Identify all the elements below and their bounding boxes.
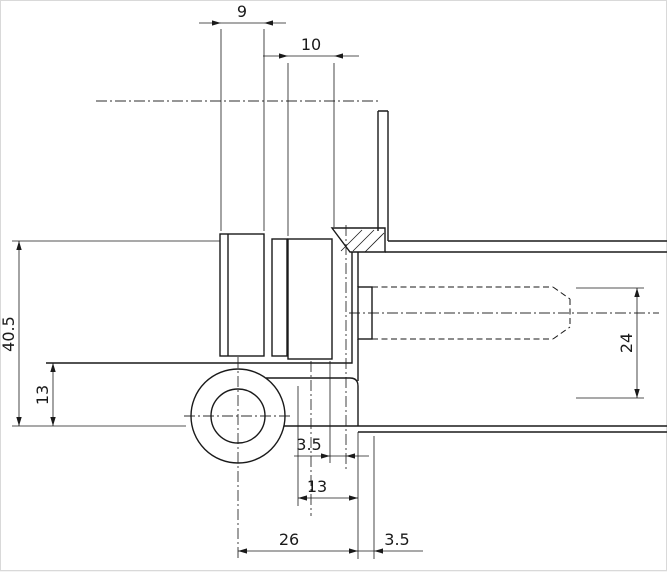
arrow-icon xyxy=(634,288,640,297)
fold-hatching xyxy=(340,229,385,253)
arrow-icon xyxy=(634,389,640,398)
arrow-icon xyxy=(334,53,343,59)
hinge-leaf-left xyxy=(219,233,265,357)
arrow-icon xyxy=(238,548,247,554)
arrow-icon xyxy=(212,20,221,26)
hinge-knuckle xyxy=(190,368,286,464)
dimension-rebate-gap: 3.5 xyxy=(358,436,423,559)
dim-label-center-to-frame: 26 xyxy=(279,530,299,549)
dimension-edge-to-frame: 13 xyxy=(297,386,358,506)
dimension-flap-offset: 13 xyxy=(33,362,228,426)
knuckle-pin-circle xyxy=(210,388,266,444)
hinge-leaf-pack xyxy=(219,233,333,360)
hinge-leaf-right xyxy=(287,238,333,360)
dimension-frame-depth: 24 xyxy=(576,287,644,399)
frame-profile xyxy=(46,240,667,433)
arrow-icon xyxy=(298,495,307,501)
door-leaf-edge xyxy=(377,110,389,241)
centerlines xyxy=(96,100,659,559)
hinge-pin-plate xyxy=(271,238,288,357)
dim-label-rebate-gap: 3.5 xyxy=(384,530,409,549)
dim-label-overall-height: 40.5 xyxy=(1,316,18,352)
dim-label-pin-to-edge: 3.5 xyxy=(296,435,321,454)
arrow-icon xyxy=(16,417,22,426)
arrow-icon xyxy=(321,453,330,459)
dim-label-top-leaf-width: 9 xyxy=(237,2,247,21)
dim-label-flap-offset: 13 xyxy=(33,385,52,405)
dowel-hidden-outline xyxy=(372,286,571,340)
knuckle-outer-circle xyxy=(190,368,286,464)
arrow-icon xyxy=(16,241,22,250)
frame-fold-section xyxy=(330,227,386,253)
arrow-icon xyxy=(50,417,56,426)
arrow-icon xyxy=(349,495,358,501)
frame-leaf-bottom-face xyxy=(266,377,359,426)
arrow-icon xyxy=(279,53,288,59)
dim-label-edge-to-frame: 13 xyxy=(307,477,327,496)
dim-label-inner-leaf-width: 10 xyxy=(301,35,321,54)
dimension-overall-height: 40.5 xyxy=(1,240,220,427)
arrow-icon xyxy=(50,363,56,372)
dowel-base xyxy=(357,286,373,340)
dimension-center-to-frame: 26 xyxy=(238,432,359,559)
frame-leaf-top-face xyxy=(46,252,353,364)
dim-label-frame-depth: 24 xyxy=(617,333,636,353)
arrow-icon xyxy=(346,453,355,459)
dimension-top-leaf-width: 9 xyxy=(199,2,286,231)
dimension-inner-leaf-width: 10 xyxy=(263,35,359,236)
mounting-dowel xyxy=(357,286,571,340)
door-leaf xyxy=(377,110,389,241)
dimension-pin-to-edge: 3.5 xyxy=(294,361,369,463)
arrow-icon xyxy=(349,548,358,554)
arrow-icon xyxy=(374,548,383,554)
arrow-icon xyxy=(264,20,273,26)
